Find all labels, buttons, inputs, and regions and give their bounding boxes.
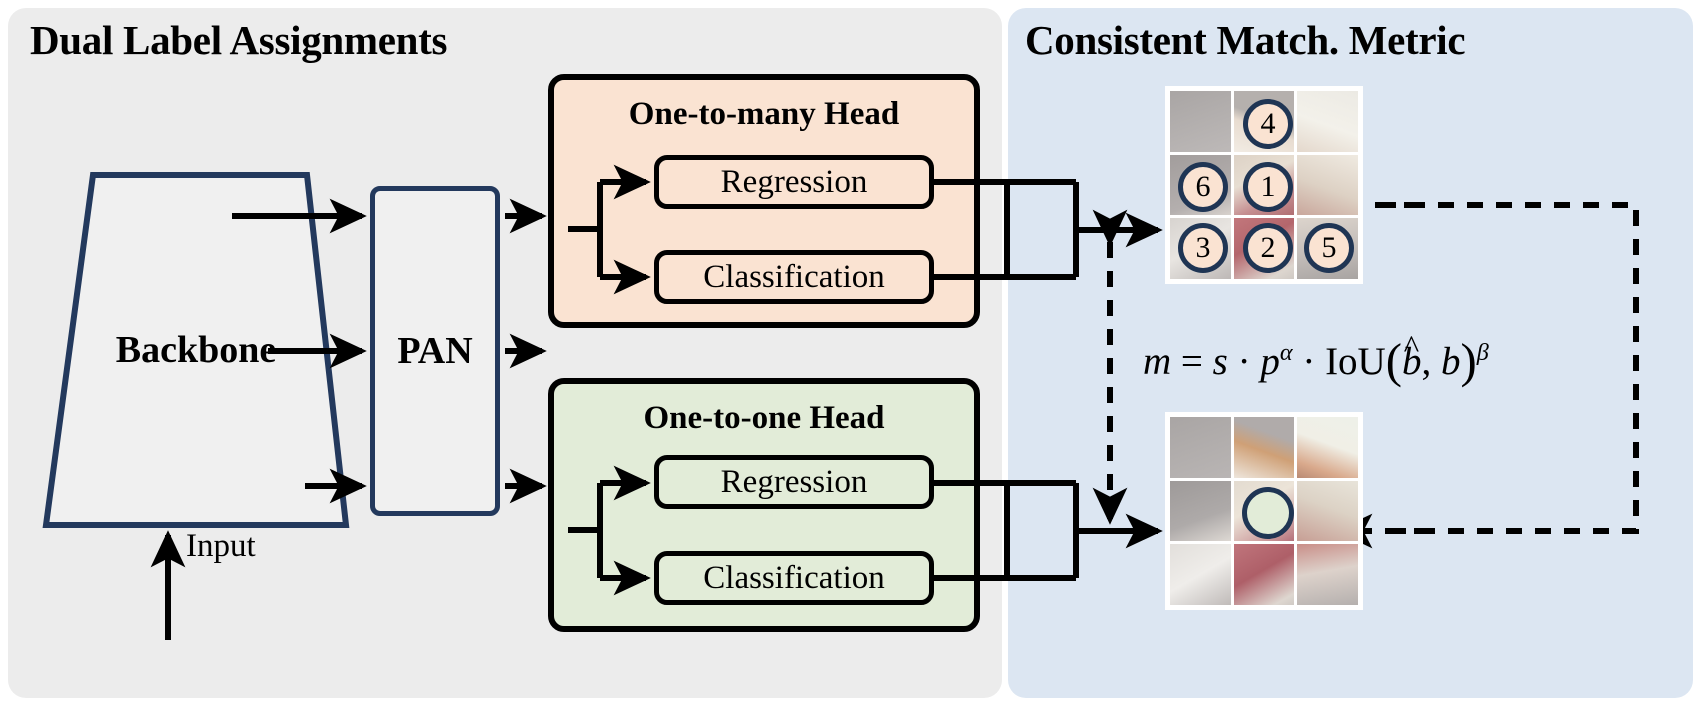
one-to-many-regression-box[interactable]: Regression (654, 155, 934, 209)
assignment-circle-4[interactable]: 4 (1243, 99, 1293, 149)
grid-cell (1297, 480, 1358, 542)
assignment-circle-3[interactable]: 3 (1178, 223, 1228, 273)
formula-equals: = (1180, 340, 1203, 383)
one-to-one-head-title: One-to-one Head (643, 400, 885, 436)
grid-cell (1233, 544, 1295, 605)
assignment-circle-5[interactable]: 5 (1304, 223, 1354, 273)
one-to-one-regression-box[interactable]: Regression (654, 455, 934, 509)
formula-paren-open: ( (1385, 334, 1402, 389)
one-to-one-selected-circle[interactable] (1242, 487, 1294, 539)
one-to-many-assignment-grid: 4 6 1 3 2 5 (1165, 86, 1363, 284)
formula-paren-close: ) (1460, 334, 1477, 389)
assignment-circle-1[interactable]: 1 (1243, 162, 1293, 212)
formula-hat-accent: ^ (1403, 329, 1420, 367)
input-label: Input (186, 528, 256, 564)
grid-cell (1297, 154, 1358, 216)
pan-box: PAN (370, 186, 500, 516)
formula-alpha: α (1279, 339, 1293, 366)
formula-p: p (1260, 340, 1280, 383)
grid-cell (1170, 544, 1231, 605)
one-to-one-classification-box[interactable]: Classification (654, 551, 934, 605)
formula-dot-2: · (1302, 340, 1316, 383)
one-to-many-head-title: One-to-many Head (628, 96, 900, 132)
formula-dot-1: · (1237, 340, 1251, 383)
right-panel-title: Consistent Match. Metric (1025, 17, 1466, 63)
grid-cell (1297, 417, 1358, 478)
formula-beta: β (1476, 339, 1489, 366)
formula-comma: , (1421, 340, 1432, 383)
formula-m: m (1143, 340, 1172, 383)
left-panel-title: Dual Label Assignments (30, 17, 448, 63)
formula-s: s (1212, 340, 1228, 383)
grid-cell (1297, 544, 1358, 605)
consistent-match-metric-formula: m = s · pα · IoU(^b, b)β (1143, 329, 1489, 389)
grid-cell (1233, 417, 1295, 478)
one-to-many-classification-box[interactable]: Classification (654, 250, 934, 304)
grid-cell (1170, 417, 1231, 478)
one-to-one-assignment-grid (1165, 412, 1363, 610)
grid-cell (1297, 91, 1358, 152)
grid-cell (1170, 480, 1231, 542)
grid-cell (1170, 91, 1231, 152)
assignment-circle-6[interactable]: 6 (1178, 162, 1228, 212)
formula-b: b (1440, 340, 1461, 383)
formula-b-hat: ^b (1401, 329, 1422, 383)
assignment-circle-2[interactable]: 2 (1243, 223, 1293, 273)
formula-iou: IoU (1325, 340, 1386, 383)
